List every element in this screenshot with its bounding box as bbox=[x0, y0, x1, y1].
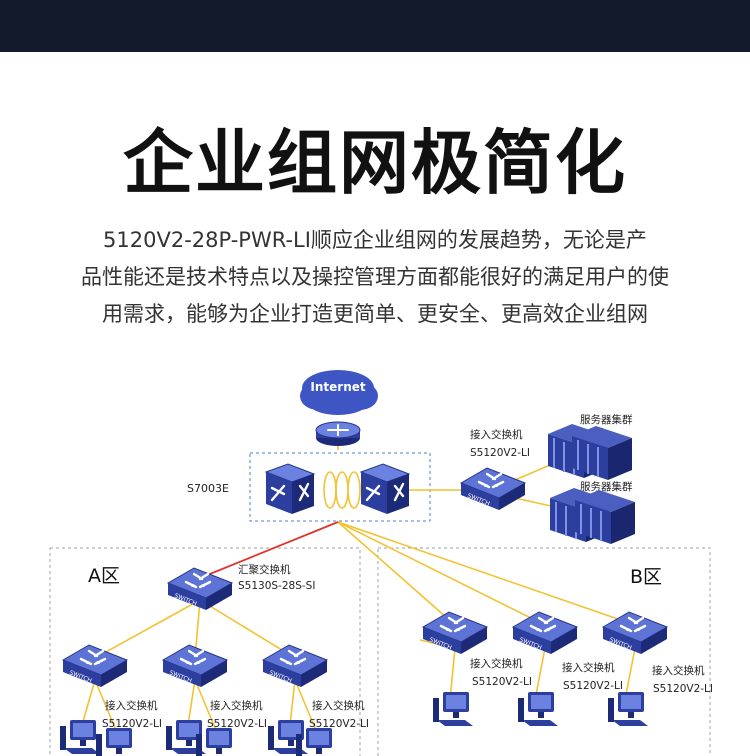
server-access-model: S5120V2-LI bbox=[470, 447, 530, 459]
description-line: 品性能还是技术特点以及操控管理方面都能很好的满足用户的使 bbox=[81, 265, 669, 289]
link-lines bbox=[81, 430, 636, 736]
uplink-line bbox=[199, 521, 339, 579]
access-model: S5120V2-LI bbox=[102, 718, 162, 730]
access-switch-icon bbox=[161, 643, 229, 689]
access-role: 接入交换机 bbox=[210, 699, 263, 712]
server-group-label: 服务器集群 bbox=[580, 413, 633, 426]
access-switch-icon bbox=[61, 643, 129, 689]
pc-icon bbox=[60, 720, 100, 754]
access-switch-icon bbox=[261, 643, 329, 689]
zone-a-box bbox=[49, 547, 361, 756]
pc-icon bbox=[433, 692, 473, 726]
access-role: 接入交换机 bbox=[105, 699, 158, 712]
core-switch-icon bbox=[264, 462, 316, 516]
access-role: 接入交换机 bbox=[470, 657, 523, 670]
access-role: 接入交换机 bbox=[562, 661, 615, 674]
aggregation-model: S5130S-28S-SI bbox=[238, 580, 315, 592]
description-line: 用需求，能够为企业打造更简单、更安全、更高效企业组网 bbox=[102, 302, 648, 326]
internet-cloud-icon: Internet bbox=[300, 370, 378, 415]
stack-links bbox=[323, 471, 361, 509]
page-title: 企业组网极简化 bbox=[123, 122, 627, 204]
access-role: 接入交换机 bbox=[652, 664, 705, 677]
description: 5120V2-28P-PWR-LI顺应企业组网的发展趋势，无论是产 品性能还是技… bbox=[40, 222, 710, 333]
access-model: S5120V2-LI bbox=[563, 680, 623, 692]
description-line: 5120V2-28P-PWR-LI顺应企业组网的发展趋势，无论是产 bbox=[103, 228, 647, 252]
server-access-role: 接入交换机 bbox=[470, 428, 523, 441]
server-group-label: 服务器集群 bbox=[580, 480, 633, 493]
access-role: 接入交换机 bbox=[312, 699, 365, 712]
pc-icon bbox=[96, 728, 136, 756]
core-label: S7003E bbox=[187, 482, 229, 495]
access-model: S5120V2-LI bbox=[207, 718, 267, 730]
zone-b-label: B区 bbox=[630, 566, 662, 588]
access-switch-icon bbox=[601, 610, 669, 656]
access-model: S5120V2-LI bbox=[472, 676, 532, 688]
aggregation-role: 汇聚交换机 bbox=[238, 563, 291, 576]
internet-label: Internet bbox=[310, 380, 365, 394]
pc-icon bbox=[518, 692, 558, 726]
server-access-switch-icon bbox=[459, 466, 527, 512]
access-model: S5120V2-LI bbox=[309, 718, 369, 730]
zone-b-box bbox=[377, 547, 711, 756]
top-banner bbox=[0, 0, 750, 52]
access-switch-icon bbox=[421, 610, 489, 656]
access-model: S5120V2-LI bbox=[653, 683, 713, 695]
zone-a-label: A区 bbox=[88, 565, 120, 587]
core-switch-icon bbox=[359, 462, 411, 516]
router-icon bbox=[315, 421, 361, 447]
access-switch-icon bbox=[511, 610, 579, 656]
core-box bbox=[249, 452, 431, 522]
aggregation-switch-icon bbox=[166, 566, 234, 612]
pc-icon bbox=[608, 692, 648, 726]
